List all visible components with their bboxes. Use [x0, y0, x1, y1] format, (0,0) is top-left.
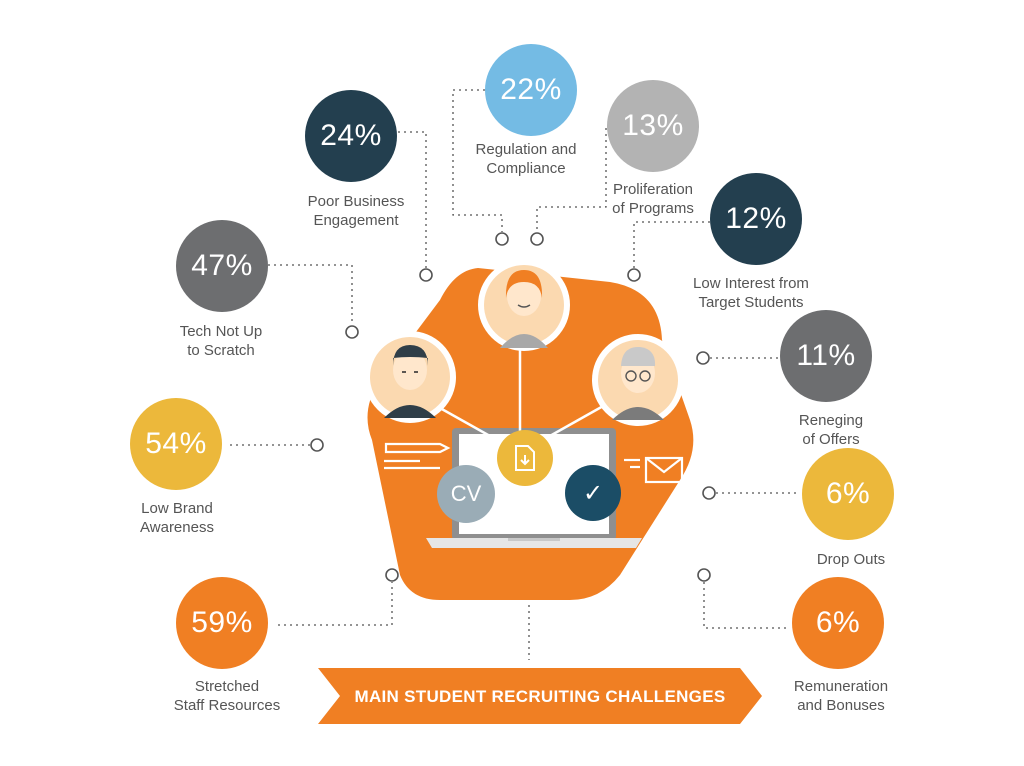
stat-label-line: of Programs — [612, 200, 694, 217]
stat-circle-remuneration: 6% — [792, 577, 884, 669]
dotted-connectors — [230, 89, 800, 660]
person-left-avatar — [364, 331, 456, 423]
stat-circle-dropouts: 6% — [802, 448, 894, 540]
stat-label-line: Drop Outs — [816, 551, 886, 568]
stat-label-line: Engagement — [313, 212, 399, 229]
stat-label-low-interest: Low Interest from Target Students — [666, 274, 836, 312]
stat-circle-brand: 54% — [130, 398, 222, 490]
stat-label-line: Low Brand — [141, 500, 213, 517]
stat-percent-remuneration: 6% — [815, 606, 861, 639]
check-glyph: ✓ — [582, 479, 604, 507]
pen-icon — [384, 442, 451, 470]
stat-label-reneging: Reneging of Offers — [746, 411, 916, 449]
stat-label-proliferation: Proliferation of Programs — [568, 180, 738, 218]
stat-circle-stretched: 59% — [176, 577, 268, 669]
stat-percent-low-interest: 12% — [725, 202, 787, 235]
stat-label-line: Tech Not Up — [179, 323, 263, 340]
cv-icon: CV — [437, 465, 495, 523]
stat-label-line: Awareness — [140, 519, 214, 536]
stat-percent-stretched: 59% — [191, 606, 253, 639]
stat-label-line: Stretched — [194, 678, 260, 695]
stat-label-line: Low Interest from — [693, 275, 809, 292]
stat-circle-poor-business: 24% — [305, 90, 397, 182]
stat-label-remuneration: Remuneration and Bonuses — [756, 677, 926, 715]
document-icon — [497, 430, 553, 486]
stat-label-regulation: Regulation and Compliance — [441, 140, 611, 178]
stat-percent-tech: 47% — [191, 249, 253, 282]
stat-percent-poor-business: 24% — [320, 119, 382, 152]
stat-percent-reneging: 11% — [796, 339, 856, 372]
stat-percent-brand: 54% — [145, 427, 207, 460]
stat-label-line: of Offers — [802, 431, 860, 448]
stat-label-line: Regulation and — [475, 141, 577, 158]
stat-percent-dropouts: 6% — [825, 477, 871, 510]
stat-circle-tech: 47% — [176, 220, 268, 312]
stat-label-line: Target Students — [698, 294, 804, 311]
stat-label-dropouts: Drop Outs — [766, 550, 936, 569]
stat-label-line: Remuneration — [793, 678, 889, 695]
stat-percent-regulation: 22% — [500, 73, 562, 106]
person-right-avatar — [592, 334, 684, 426]
check-icon: ✓ — [565, 465, 621, 521]
banner-ribbon — [318, 668, 762, 724]
stat-label-line: Staff Resources — [173, 697, 281, 714]
stat-label-line: Poor Business — [307, 193, 405, 210]
stat-label-stretched: Stretched Staff Resources — [142, 677, 312, 715]
banner-title: MAIN STUDENT RECRUITING CHALLENGES — [354, 687, 726, 706]
person-top-avatar — [478, 259, 570, 351]
stat-label-line: Proliferation — [612, 181, 694, 198]
stat-label-line: to Scratch — [187, 342, 255, 359]
stat-circle-low-interest: 12% — [710, 173, 802, 265]
stat-circle-proliferation: 13% — [607, 80, 699, 172]
connector-endpoints — [310, 232, 716, 582]
stat-percent-proliferation: 13% — [622, 109, 684, 142]
envelope-icon — [624, 456, 684, 484]
stat-circle-regulation: 22% — [485, 44, 577, 136]
stat-label-tech: Tech Not Up to Scratch — [136, 322, 306, 360]
stat-label-poor-business: Poor Business Engagement — [271, 192, 441, 230]
stat-label-brand: Low Brand Awareness — [92, 499, 262, 537]
stat-label-line: Compliance — [486, 160, 566, 177]
stat-label-line: and Bonuses — [797, 697, 885, 714]
stat-label-line: Reneging — [798, 412, 864, 429]
stat-circle-reneging: 11% — [780, 310, 872, 402]
cv-label: CV — [450, 481, 482, 506]
